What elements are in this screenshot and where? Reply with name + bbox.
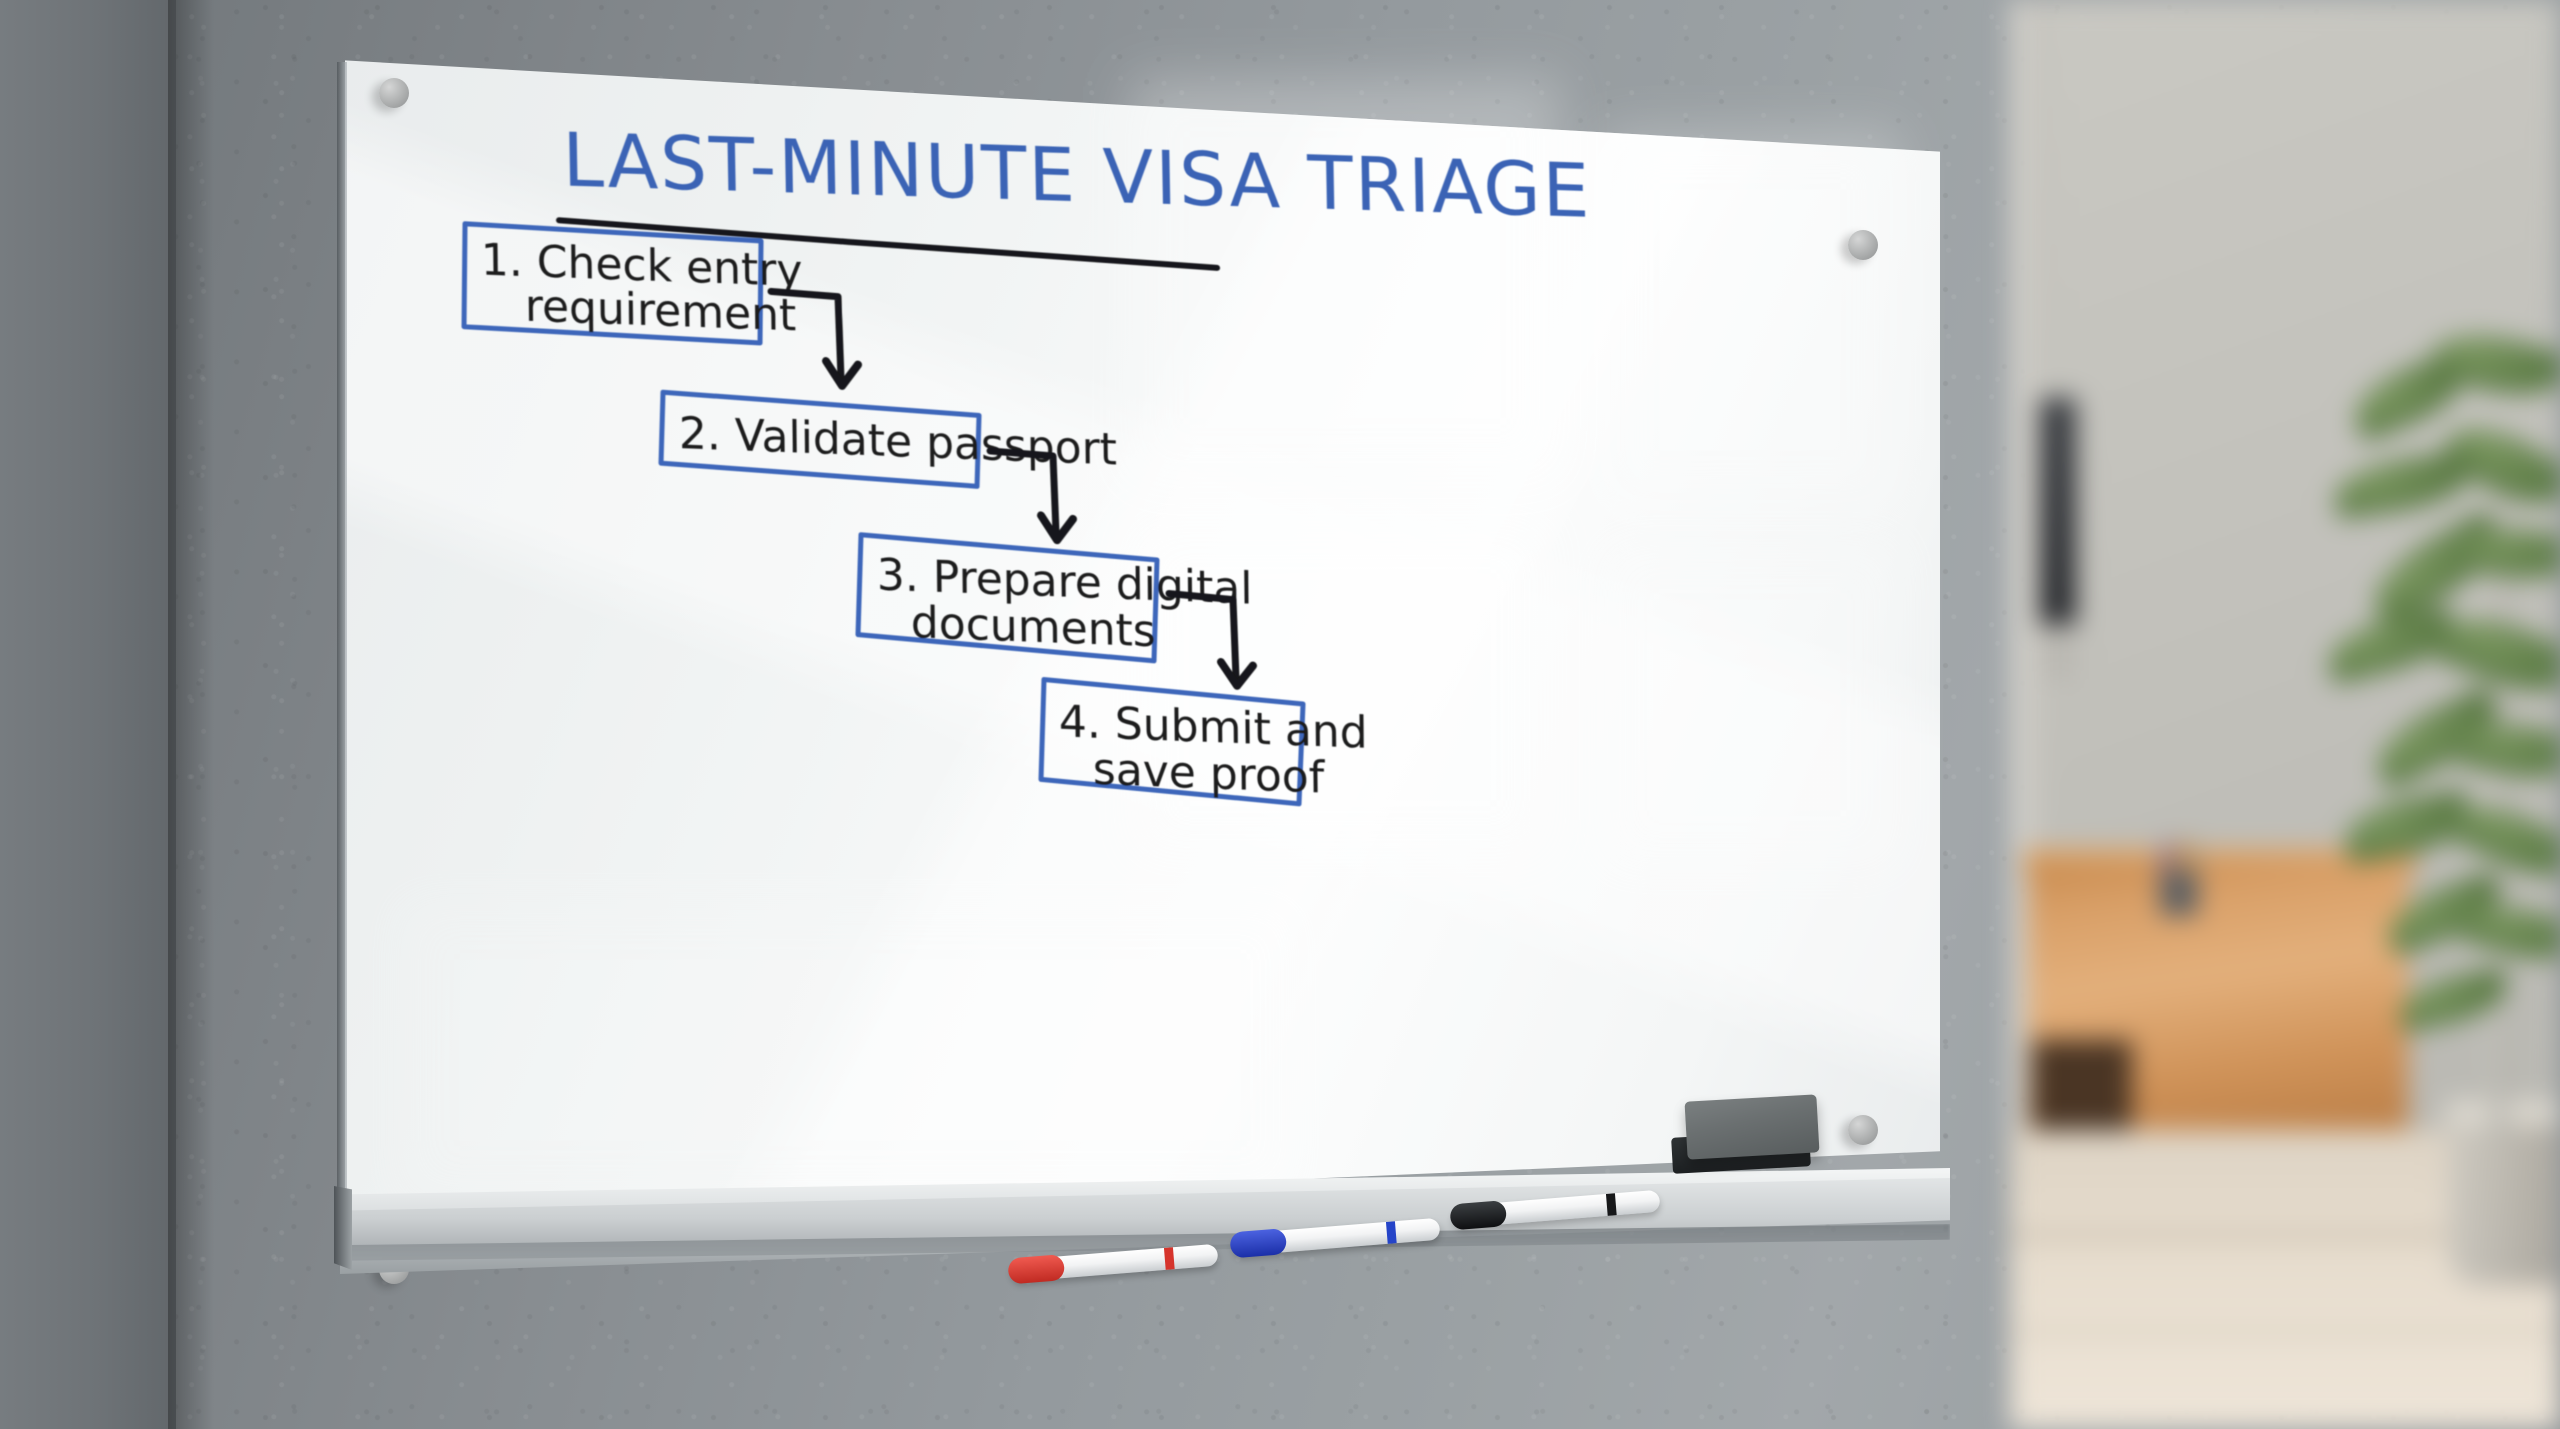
board-left-edge xyxy=(337,62,347,1228)
monitor-stand xyxy=(2044,624,2074,680)
pencil-cup xyxy=(2160,866,2198,916)
blue-marker-cap xyxy=(1229,1228,1288,1259)
monitor xyxy=(2040,398,2076,628)
black-marker-cap xyxy=(1449,1200,1508,1231)
pencils xyxy=(2164,842,2196,874)
wall-corner-shadow xyxy=(168,0,214,1429)
floor-plank-line xyxy=(2010,1232,2560,1239)
standoff-cap-bottom-right xyxy=(1848,1115,1878,1145)
plant xyxy=(2321,322,2560,1140)
glass-whiteboard-panel[interactable] xyxy=(345,60,1940,1221)
wall-return xyxy=(0,0,176,1429)
marker-tray-endcap xyxy=(334,1186,352,1270)
red-marker-cap xyxy=(1007,1254,1066,1285)
whiteboard-eraser[interactable] xyxy=(1684,1094,1820,1160)
standoff-cap-top-left xyxy=(379,78,409,108)
standoff-cap-top-right xyxy=(1848,230,1878,260)
floor-plank-line xyxy=(2010,1330,2560,1335)
black-marker-band xyxy=(1605,1193,1617,1216)
blue-marker-band xyxy=(1385,1221,1397,1244)
red-marker-band xyxy=(1163,1247,1175,1270)
background-room xyxy=(2010,0,2560,1429)
